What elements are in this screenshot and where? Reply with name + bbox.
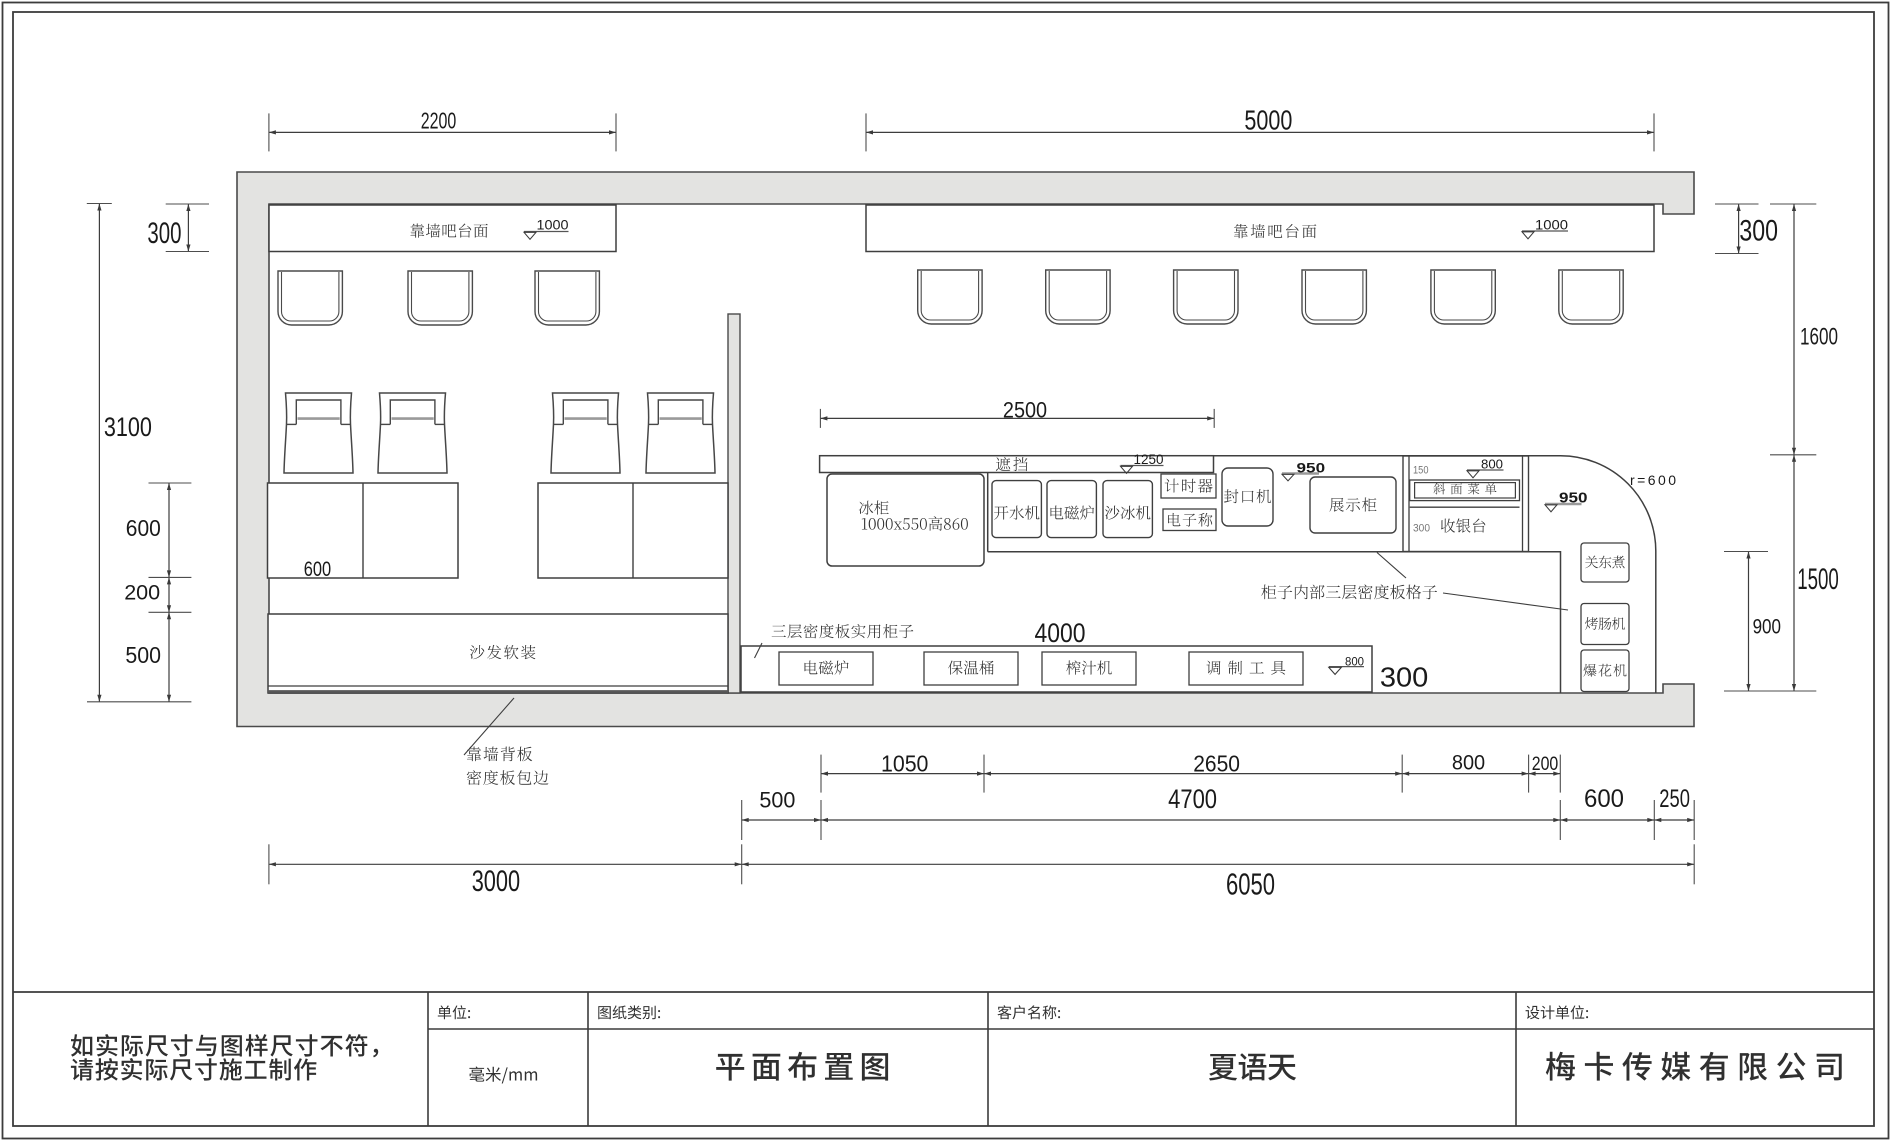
svg-text:r=600: r=600	[1630, 472, 1676, 488]
svg-text:2650: 2650	[1193, 751, 1240, 777]
svg-text:800: 800	[1452, 750, 1485, 774]
svg-text:150: 150	[1413, 465, 1429, 477]
svg-text:2500: 2500	[1003, 398, 1047, 423]
svg-text:300: 300	[1739, 215, 1778, 248]
svg-text:1000: 1000	[537, 218, 569, 233]
svg-text:500: 500	[125, 642, 161, 668]
svg-text:300: 300	[1413, 523, 1430, 535]
svg-text:3000: 3000	[472, 865, 520, 898]
svg-text:950: 950	[1297, 459, 1326, 475]
svg-text:300: 300	[147, 217, 181, 250]
svg-text:4700: 4700	[1168, 784, 1217, 814]
svg-text:1050: 1050	[881, 751, 929, 777]
svg-text:600: 600	[304, 558, 331, 581]
svg-text:900: 900	[1753, 615, 1781, 639]
svg-text:600: 600	[126, 515, 161, 541]
svg-text:500: 500	[759, 788, 795, 813]
svg-text:4000: 4000	[1035, 618, 1086, 648]
svg-text:6050: 6050	[1226, 869, 1275, 902]
svg-text:250: 250	[1659, 785, 1690, 813]
svg-text:800: 800	[1345, 657, 1364, 669]
svg-text:200: 200	[124, 580, 160, 605]
svg-text:1600: 1600	[1800, 324, 1838, 351]
svg-text:800: 800	[1481, 458, 1503, 472]
svg-text:300: 300	[1380, 662, 1428, 693]
svg-text:3100: 3100	[104, 412, 152, 442]
svg-text:1500: 1500	[1797, 563, 1839, 596]
svg-text:2200: 2200	[421, 108, 457, 134]
svg-text:1000: 1000	[1535, 218, 1568, 233]
svg-text:5000: 5000	[1244, 105, 1292, 136]
svg-text:1250: 1250	[1134, 452, 1164, 467]
svg-text:200: 200	[1532, 754, 1559, 775]
svg-text:600: 600	[1584, 785, 1624, 813]
svg-text:950: 950	[1559, 491, 1588, 507]
